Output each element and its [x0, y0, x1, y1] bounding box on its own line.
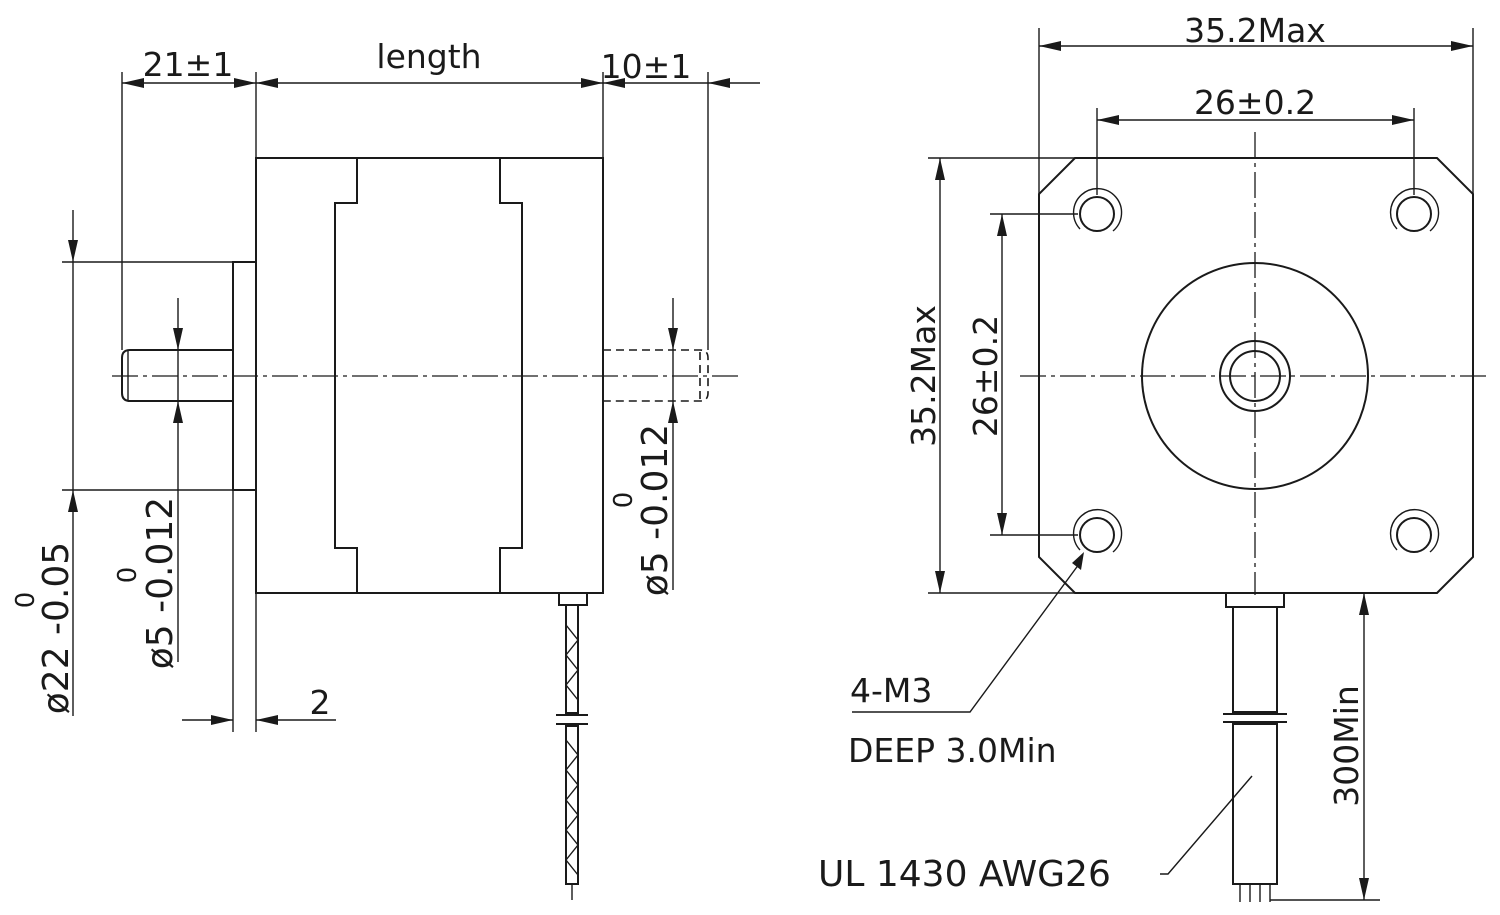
thread-label: 4-M3	[850, 671, 932, 710]
width-max-label: 35.2Max	[1184, 11, 1326, 50]
pilot-tol-label: 0	[11, 592, 41, 609]
flange-length-label: 21±1	[143, 45, 234, 84]
lead-wire-upper	[565, 604, 579, 714]
motor-body	[255, 157, 604, 594]
hole-spacing-h-label: 26±0.2	[1194, 83, 1316, 122]
lead-length-label: 300Min	[1327, 685, 1366, 807]
wire-spec-label: UL 1430 AWG26	[818, 854, 1111, 895]
hole-spacing-v-label: 26±0.2	[966, 315, 1005, 437]
flange-thickness-label: 2	[310, 683, 331, 722]
mounting-holes	[1072, 187, 1440, 553]
cable-lower	[1232, 723, 1278, 885]
pilot-dia-label: ø22 -0.05	[36, 542, 77, 714]
lead-wire-lower	[565, 725, 579, 885]
lead-connector	[558, 592, 588, 606]
cable-connector	[1225, 592, 1285, 608]
front-shaft-tol-label: 0	[113, 567, 143, 584]
height-max-label: 35.2Max	[904, 305, 943, 447]
motor-face	[1038, 157, 1474, 594]
front-shaft-dia-label: ø5 -0.012	[140, 497, 181, 669]
depth-label: DEEP 3.0Min	[848, 731, 1057, 770]
cable-upper	[1232, 606, 1278, 713]
rear-shaft-length-label: 10±1	[601, 47, 692, 86]
front-view: 35.2Max 26±0.2 35.2Max 26±0.2 4-M3 DEEP …	[818, 11, 1490, 902]
body-length-label: length	[376, 37, 481, 76]
side-view: 21±1 length 10±1 0 ø22 -0.05 0 ø5 -0.012…	[11, 37, 760, 900]
rear-shaft-dia-label: ø5 -0.012	[635, 424, 676, 596]
rear-shaft-tol-label: 0	[609, 492, 639, 509]
